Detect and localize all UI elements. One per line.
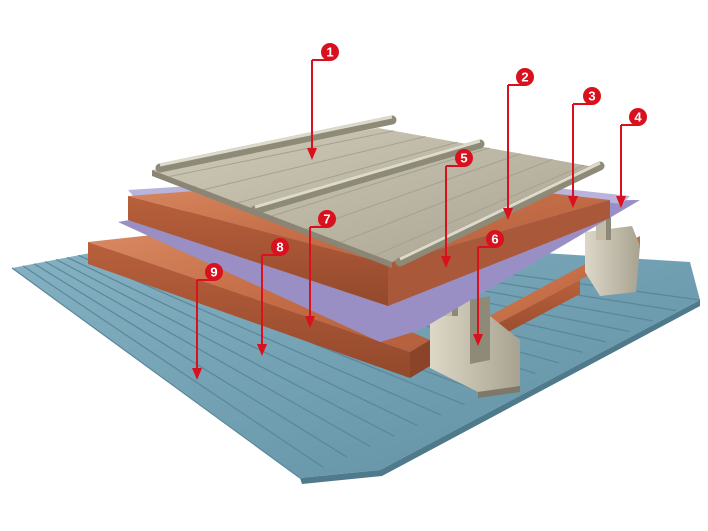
callout-badge <box>516 68 534 86</box>
deck-rib-line <box>22 265 324 469</box>
callout-badge <box>271 238 289 256</box>
deck-rib-line <box>67 256 418 427</box>
seam-highlight <box>254 139 481 209</box>
callout-number: 7 <box>323 212 330 227</box>
callout-arrowhead <box>616 196 626 208</box>
callout-4: 4 <box>616 108 647 208</box>
clip-front-web <box>470 296 490 364</box>
sheet-flute-line <box>169 130 394 178</box>
callout-arrowhead <box>473 334 483 346</box>
seam-rib <box>250 139 485 215</box>
upper-timber-end <box>388 200 610 306</box>
callout-badge <box>455 149 473 167</box>
callout-number: 9 <box>210 265 217 280</box>
callout-5: 5 <box>441 149 473 268</box>
callout-badge <box>205 263 223 281</box>
callout-9: 9 <box>192 263 223 380</box>
lower-purlin-end <box>410 340 430 378</box>
sheet-flute-line <box>203 136 426 191</box>
deck-rib-line <box>44 261 371 448</box>
callout-arrowhead <box>441 256 451 268</box>
callout-arrowhead <box>192 368 202 380</box>
callout-7: 7 <box>305 210 336 328</box>
deck-rib-line <box>11 267 301 479</box>
sheet-flute-line <box>374 164 585 256</box>
callout-2: 2 <box>503 68 534 220</box>
callout-number: 1 <box>326 45 333 60</box>
callout-1: 1 <box>307 43 339 160</box>
callout-arrowhead <box>568 196 578 208</box>
callout-arrowhead <box>307 148 317 160</box>
top-sheet-front-edge <box>152 170 392 268</box>
sheet-flute-line <box>306 153 521 230</box>
deck-rib-line <box>55 258 395 437</box>
callout-number: 5 <box>460 151 467 166</box>
callout-6: 6 <box>473 230 504 346</box>
lower-purlin-side <box>88 242 410 378</box>
callout-number: 3 <box>588 89 595 104</box>
top-standing-seam-sheet <box>152 115 605 268</box>
callout-arrowhead <box>257 344 267 356</box>
callout-3: 3 <box>568 87 601 208</box>
seam-rib <box>155 115 397 173</box>
callouts: 1 2 3 4 5 6 7 8 9 <box>192 43 647 380</box>
clip-back-base <box>585 226 640 296</box>
seam-rib <box>395 161 605 267</box>
callout-arrowhead <box>503 208 513 220</box>
callout-badge <box>321 43 339 61</box>
deck-rib-line <box>33 263 348 458</box>
standing-seams <box>155 115 605 267</box>
callout-badge <box>583 87 601 105</box>
seam-highlight <box>399 161 601 261</box>
upper-timber-side <box>128 196 388 306</box>
callout-number: 4 <box>634 110 642 125</box>
callout-arrowhead <box>305 316 315 328</box>
top-sheet-surface <box>152 128 600 262</box>
callout-badge <box>629 108 647 126</box>
callout-number: 8 <box>276 240 283 255</box>
sheet-flute-line <box>271 147 490 217</box>
callout-number: 2 <box>521 70 528 85</box>
callout-badge <box>318 210 336 228</box>
seam-highlight <box>159 115 393 167</box>
callout-badge <box>486 230 504 248</box>
callout-8: 8 <box>257 238 289 356</box>
sheet-flute-line <box>237 141 458 204</box>
clip-front-flange <box>478 386 520 398</box>
callout-number: 6 <box>491 232 498 247</box>
